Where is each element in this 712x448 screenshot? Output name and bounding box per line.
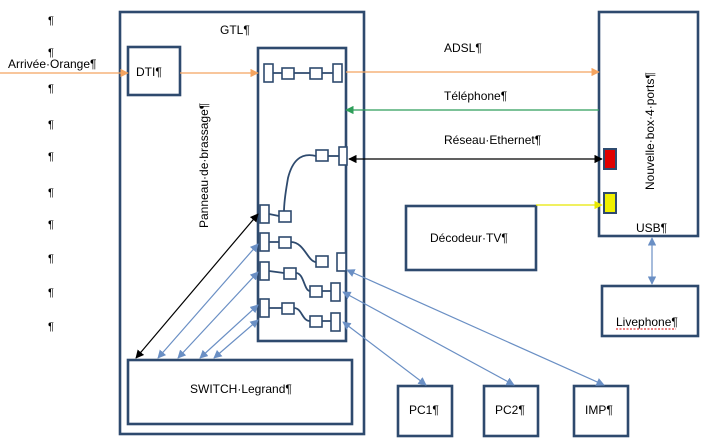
dti-box — [126, 45, 182, 97]
panel-pc1-line — [342, 321, 427, 386]
pilcrow: ¶ — [48, 321, 54, 333]
livephone-label: Livephone¶ — [616, 315, 678, 329]
pilcrow: ¶ — [48, 151, 54, 163]
decodeur-label: Décodeur·TV¶ — [430, 231, 508, 245]
pc2-label: PC2¶ — [495, 403, 525, 417]
pilcrow: ¶ — [48, 219, 54, 231]
imp-box — [572, 384, 630, 438]
patch-panel-ports — [259, 63, 348, 332]
margin-pilcrows: ¶ ¶ ¶ ¶ ¶ ¶ ¶ ¶ ¶ ¶ — [48, 15, 54, 333]
yellow-port-icon — [603, 192, 617, 214]
livephone-box — [600, 284, 700, 338]
switch-panel-link — [213, 319, 259, 359]
pilcrow: ¶ — [48, 287, 54, 299]
telephone-label: Téléphone¶ — [444, 89, 507, 103]
pilcrow: ¶ — [48, 15, 54, 27]
pilcrow: ¶ — [48, 187, 54, 199]
switch-box — [126, 358, 354, 426]
panneau-label: Panneau·de·brassage¶ — [197, 103, 211, 228]
dti-label: DTI¶ — [136, 65, 162, 79]
pilcrow: ¶ — [48, 83, 54, 95]
switch-label: SWITCH·Legrand¶ — [190, 382, 292, 396]
arrivee-label: Arrivée·Orange¶ — [8, 57, 96, 71]
red-port-icon — [603, 148, 617, 170]
pilcrow: ¶ — [48, 119, 54, 131]
usb-label: USB¶ — [636, 221, 667, 235]
panel-pc2-line — [342, 291, 515, 386]
box-label: Nouvelle·box·4·ports¶ — [643, 72, 657, 190]
pilcrow: ¶ — [48, 47, 54, 59]
gtl-label: GTL¶ — [220, 23, 250, 37]
decoder-box — [404, 204, 538, 272]
adsl-label: ADSL¶ — [444, 41, 482, 55]
imp-label: IMP¶ — [585, 403, 613, 417]
pc1-box — [396, 384, 454, 438]
pilcrow: ¶ — [48, 253, 54, 265]
reseau-label: Réseau·Ethernet¶ — [444, 133, 541, 147]
pc2-box — [482, 384, 540, 438]
pc1-label: PC1¶ — [409, 403, 439, 417]
panel-imp-line — [346, 269, 605, 386]
